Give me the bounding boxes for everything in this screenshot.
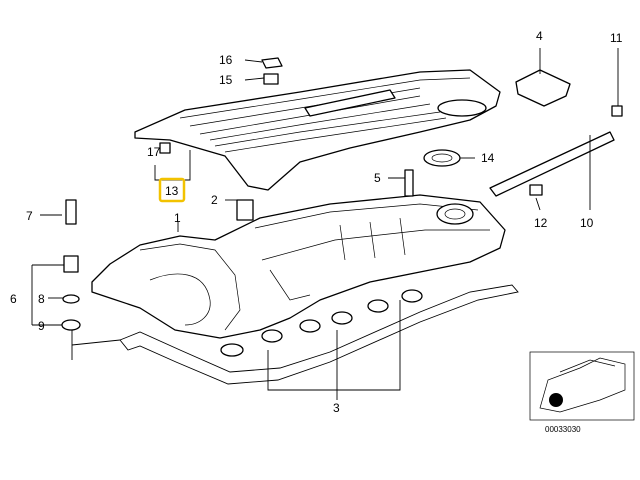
highlight-box bbox=[158, 177, 186, 203]
callout-1: 1 bbox=[174, 211, 181, 225]
callout-8: 8 bbox=[38, 292, 45, 306]
callout-3: 3 bbox=[333, 401, 340, 415]
callout-4: 4 bbox=[536, 29, 543, 43]
callout-13: 13 bbox=[165, 184, 179, 198]
valve-cover bbox=[91, 194, 506, 339]
callout-10: 10 bbox=[580, 216, 594, 230]
callout-11: 11 bbox=[610, 31, 623, 45]
engine-cover bbox=[134, 69, 501, 191]
callout-7: 7 bbox=[26, 209, 33, 223]
small-parts bbox=[61, 57, 623, 331]
callout-9: 9 bbox=[38, 319, 45, 333]
callout-2: 2 bbox=[211, 193, 218, 207]
reference-number: 00033030 bbox=[545, 425, 581, 434]
callout-5: 5 bbox=[374, 171, 381, 185]
callout-12: 12 bbox=[534, 216, 548, 230]
car-thumbnail bbox=[529, 351, 635, 421]
callout-6: 6 bbox=[10, 292, 17, 306]
callout-16: 16 bbox=[219, 53, 233, 67]
callout-labels: 1 2 3 4 5 6 7 8 9 10 11 12 13 14 15 16 1… bbox=[10, 29, 623, 434]
callout-17: 17 bbox=[147, 145, 161, 159]
gasket bbox=[119, 284, 519, 385]
callout-14: 14 bbox=[481, 151, 495, 165]
leader-lines bbox=[31, 48, 619, 400]
callout-15: 15 bbox=[219, 73, 233, 87]
